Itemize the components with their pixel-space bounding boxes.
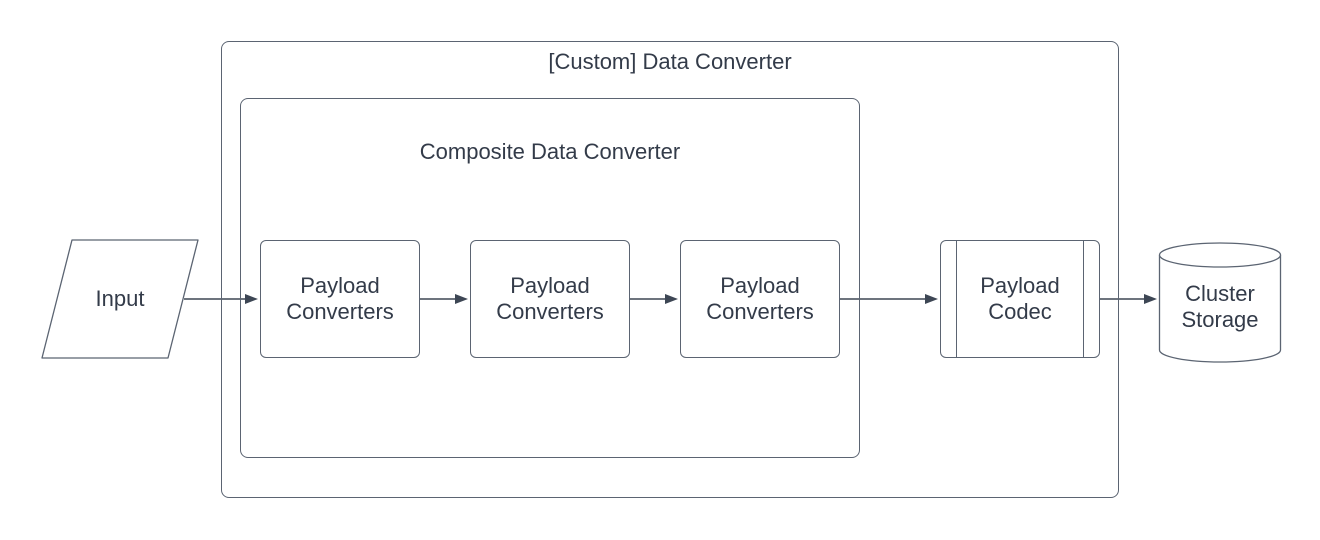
- node-payload-codec: [940, 240, 1100, 358]
- node-payload-converters-2: [470, 240, 630, 358]
- group-composite-data-converter: [240, 98, 860, 458]
- cluster-storage-cylinder: [1158, 255, 1282, 363]
- predefined-process-bar-left: [956, 241, 957, 357]
- predefined-process-bar-right: [1083, 241, 1084, 357]
- input-parallelogram: [41, 239, 199, 359]
- node-payload-converters-1: [260, 240, 420, 358]
- group-custom-data-converter: [221, 41, 1119, 498]
- cluster-storage-cylinder-top: [1158, 242, 1282, 268]
- node-payload-converters-3: [680, 240, 840, 358]
